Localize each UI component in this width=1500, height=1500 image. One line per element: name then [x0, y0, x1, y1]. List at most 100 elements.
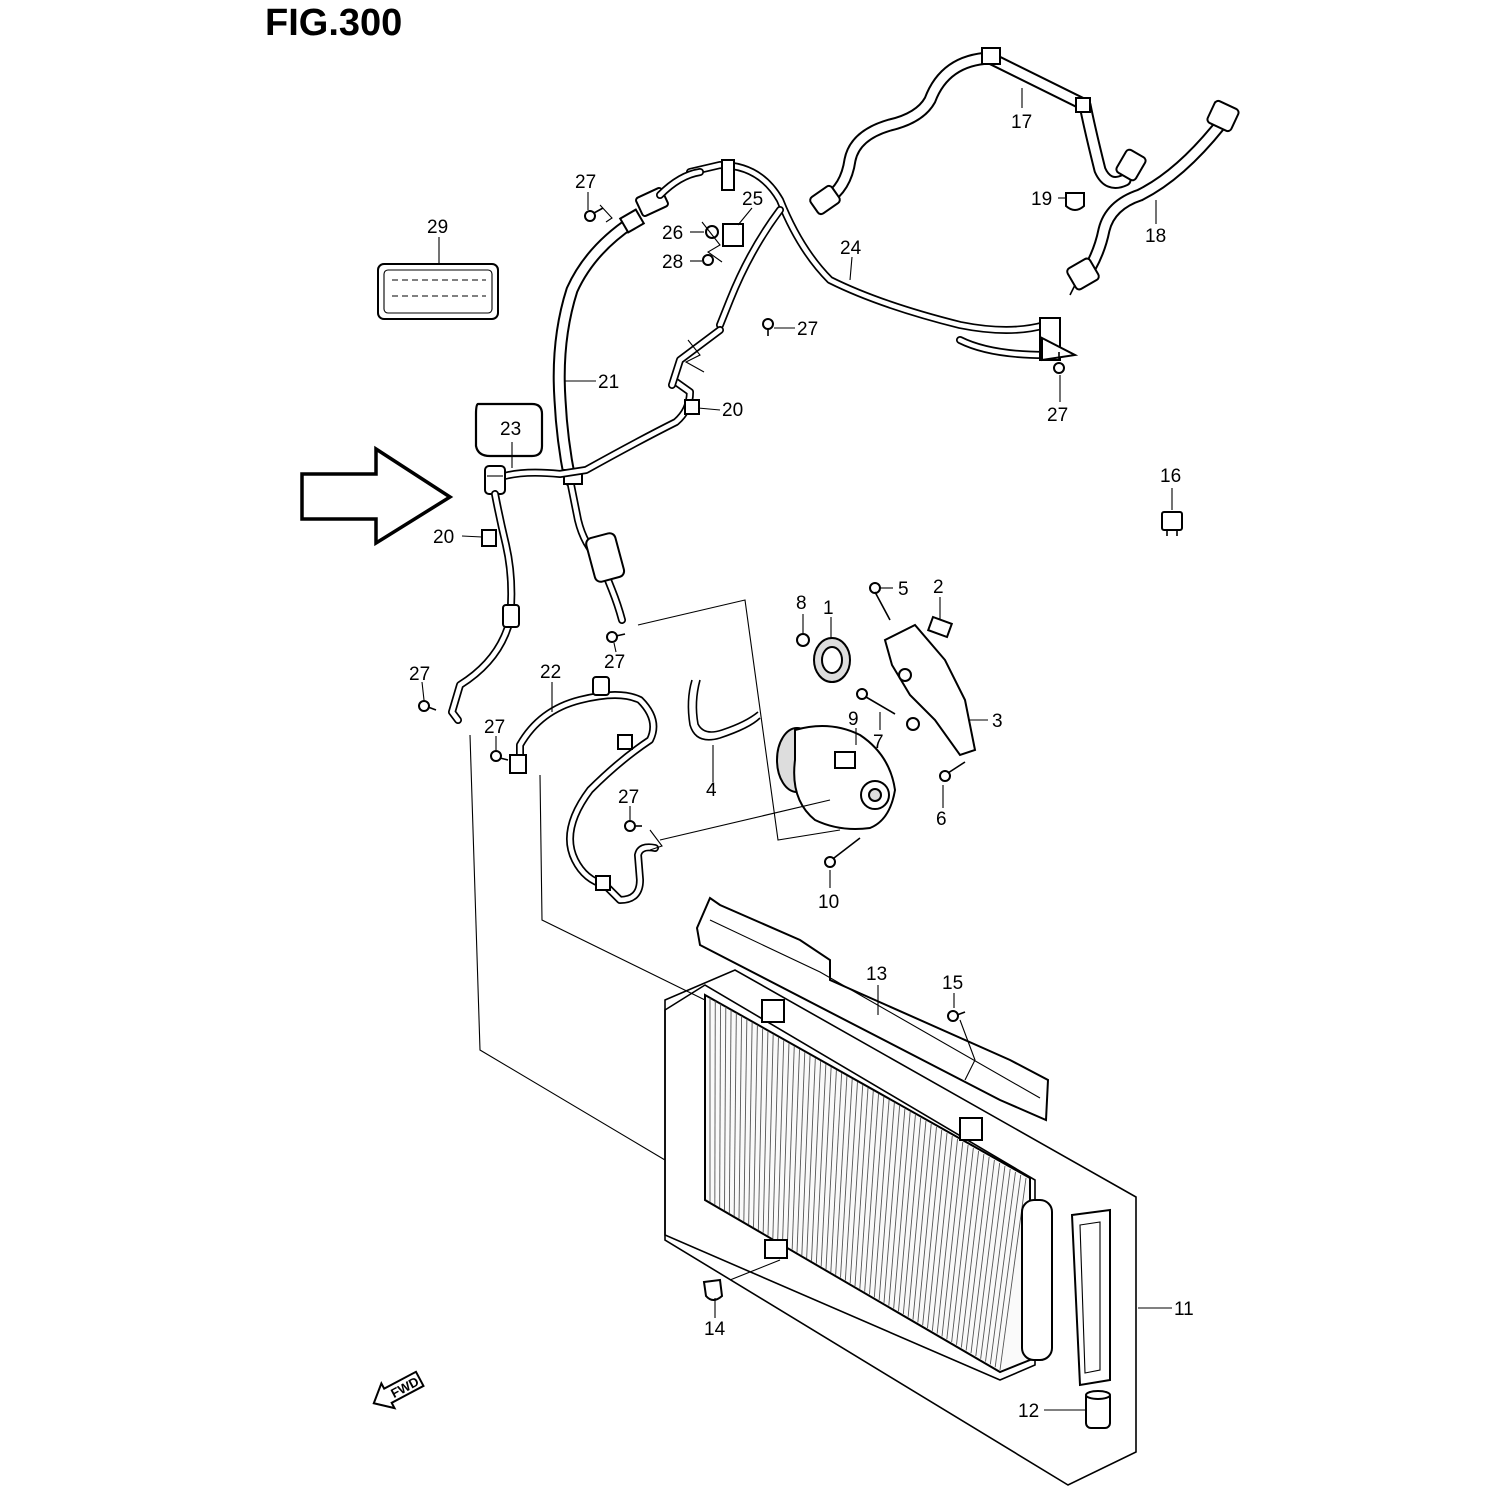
callout-6: 6 — [936, 809, 947, 830]
callout-23: 23 — [500, 419, 521, 440]
part-16-relay — [1161, 511, 1183, 536]
part-27-bolt-a — [584, 207, 604, 222]
condenser-fin-line — [748, 1021, 753, 1225]
callout-12: 12 — [1018, 1401, 1039, 1422]
part-2-sensor — [926, 615, 954, 639]
condenser-fin-line — [917, 1126, 937, 1323]
part-6-bolt — [939, 761, 966, 782]
condenser-fin-line — [796, 1051, 806, 1253]
condenser-fin-line — [782, 1042, 790, 1245]
condenser-fin-line — [786, 1045, 795, 1247]
part-19-clip — [1065, 192, 1085, 211]
condenser-fin-line — [830, 1072, 843, 1273]
condenser-fin-line — [772, 1036, 779, 1239]
callout-15: 15 — [942, 973, 963, 994]
callout-27-g: 27 — [618, 787, 639, 808]
condenser-fin-line — [898, 1114, 916, 1312]
callout-7: 7 — [873, 732, 884, 753]
condenser-fin-line — [922, 1129, 943, 1326]
leader-lines — [421, 88, 1173, 1411]
part-15-bolt — [947, 1010, 966, 1022]
condenser-fin-line — [791, 1048, 800, 1250]
condenser-fin-line — [849, 1084, 864, 1284]
part-12-drier — [1070, 1208, 1111, 1429]
condenser-fin-line — [806, 1057, 816, 1259]
part-5-bolt — [869, 582, 891, 621]
condenser-fin-line — [965, 1156, 990, 1351]
figure-title: FIG.300 — [265, 2, 403, 44]
part-20-clip-upper — [684, 399, 700, 415]
condenser-fin-line — [840, 1078, 853, 1278]
callout-19: 19 — [1031, 189, 1052, 210]
callout-20-lower: 20 — [433, 527, 454, 548]
callout-26: 26 — [662, 223, 683, 244]
callout-17: 17 — [1011, 112, 1032, 133]
condenser-fin-line — [989, 1171, 1016, 1365]
condenser-fin-line — [878, 1102, 895, 1301]
condenser-fin-line — [941, 1141, 964, 1337]
part-23-highlight-circle — [474, 402, 544, 458]
condenser-fin-line — [873, 1099, 890, 1298]
condenser-fin-line — [980, 1165, 1006, 1359]
condenser-fin-line — [854, 1087, 869, 1287]
callout-3: 3 — [992, 711, 1003, 732]
part-27-bolt-c — [1053, 352, 1065, 374]
part-4-drive-belt — [687, 679, 761, 741]
part-27-bolt-f — [490, 750, 509, 762]
condenser-fin-line — [936, 1138, 958, 1334]
callout-4: 4 — [706, 780, 717, 801]
condenser-fin-line — [835, 1075, 848, 1275]
condenser-fin-line — [946, 1144, 969, 1340]
callout-20-upper: 20 — [722, 400, 743, 421]
break-marks — [599, 204, 723, 851]
part-13-upper-bracket — [695, 896, 1050, 1122]
condenser-fin-line — [762, 1030, 769, 1233]
condenser-fin-line — [743, 1018, 748, 1222]
part-17-hose — [809, 47, 1147, 216]
condenser-fin-line — [883, 1105, 901, 1303]
part-27-bolt-g — [624, 820, 642, 832]
condenser-fin-line — [994, 1174, 1022, 1368]
condenser-fin-line — [927, 1132, 948, 1329]
condenser-fin-line — [719, 1003, 721, 1208]
part-3-compressor-bracket — [883, 623, 977, 757]
callout-22: 22 — [540, 662, 561, 683]
condenser-fin-line — [811, 1060, 822, 1261]
bracket-pipe — [668, 206, 784, 389]
callout-1: 1 — [823, 598, 834, 619]
callout-11: 11 — [1174, 1299, 1194, 1320]
part-27-bolt-e — [418, 700, 437, 712]
condenser-fin-line — [975, 1162, 1001, 1357]
callout-29: 29 — [427, 217, 448, 238]
top-fitting — [635, 168, 704, 217]
condenser-fin-line — [960, 1153, 985, 1348]
callout-24: 24 — [840, 238, 862, 259]
callout-27-d: 27 — [604, 652, 625, 673]
condenser-fin-line — [888, 1108, 906, 1306]
liquid-pipe-lower — [448, 490, 520, 724]
part-27-bolt-b — [762, 318, 774, 336]
callout-16: 16 — [1160, 466, 1181, 487]
part-23-pressure-switch — [484, 465, 506, 495]
part-7-bolt — [856, 688, 896, 715]
condenser-fins — [709, 998, 1027, 1371]
callout-21: 21 — [598, 372, 619, 393]
condenser-fin-line — [728, 1009, 732, 1214]
condenser-fin-line — [912, 1123, 932, 1320]
part-11-condenser — [664, 984, 1053, 1381]
callout-27-e: 27 — [409, 664, 430, 685]
condenser-fin-line — [902, 1117, 922, 1315]
part-29-label-plate — [377, 263, 499, 320]
callout-25: 25 — [742, 189, 763, 210]
highlight-arrow — [300, 445, 454, 547]
condenser-fin-line — [893, 1111, 911, 1309]
condenser-fin-line — [724, 1006, 727, 1211]
part-10-bolt — [824, 837, 861, 868]
part-14-clip — [702, 1278, 724, 1301]
callout-27-a: 27 — [575, 172, 596, 193]
condenser-fin-line — [956, 1150, 980, 1345]
callout-27-b: 27 — [797, 319, 818, 340]
liquid-pipe-upper — [494, 378, 694, 482]
part-1-pulley — [813, 637, 851, 683]
